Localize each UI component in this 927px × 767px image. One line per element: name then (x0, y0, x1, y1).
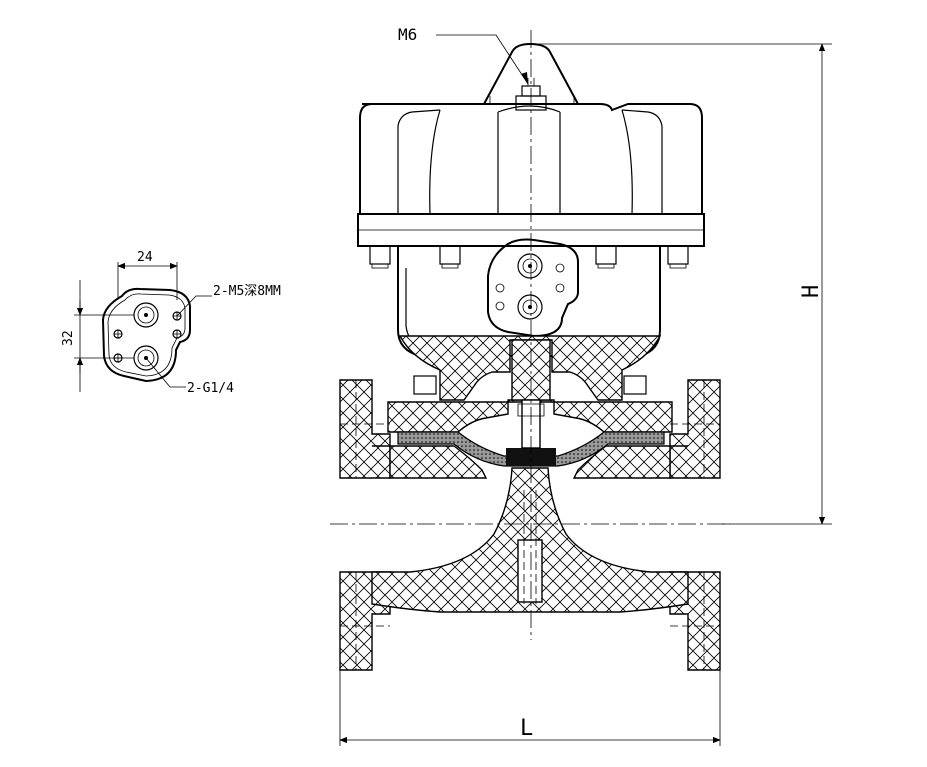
height-dim-label: H (799, 285, 824, 298)
dimension-h: H (530, 43, 832, 525)
thread-top-label: M6 (398, 25, 417, 44)
dimension-l: L (339, 670, 721, 746)
length-dim-label: L (520, 716, 533, 741)
port-height-label: 32 (61, 330, 76, 346)
air-ports-label: 2-G1/4 (187, 381, 234, 396)
thread-callout: M6 (398, 25, 529, 85)
valve-body (339, 335, 721, 671)
mount-hole (113, 311, 182, 363)
port-spacing-label: 24 (137, 250, 153, 265)
port-plate (487, 238, 579, 338)
air-port-upper (133, 302, 159, 328)
flange-bolt (369, 245, 689, 269)
mount-holes-label: 2-M5深8MM (213, 284, 281, 299)
port-face-detail: 24 32 2-M5深8MM 2-G1/4 (61, 250, 281, 396)
